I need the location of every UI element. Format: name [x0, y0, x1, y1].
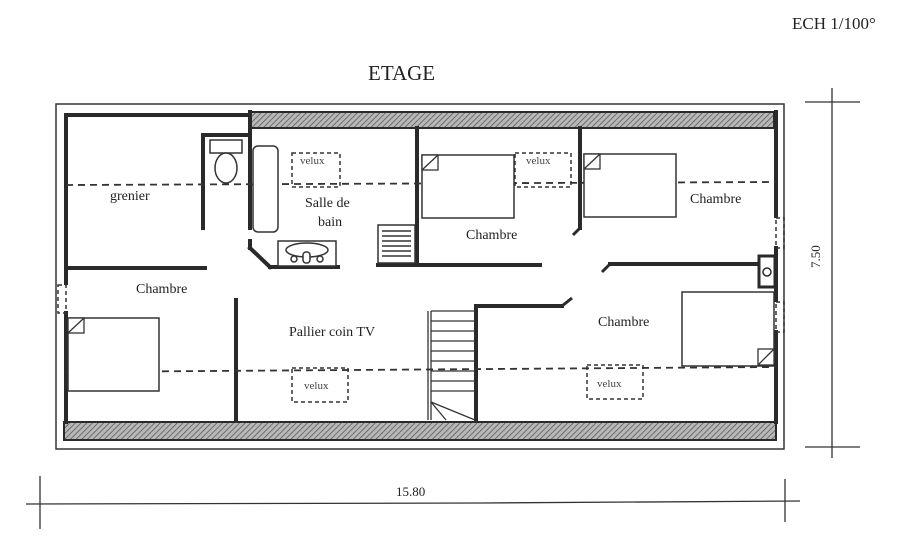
room-label-salle-de-bain-2: bain: [318, 215, 343, 230]
room-label-chambre-sud-est: Chambre: [598, 315, 650, 330]
roof-hatch-bottom: [63, 421, 777, 441]
width-dimension: 15.80: [396, 484, 426, 499]
walls: [64, 110, 778, 424]
room-label-chambre-nord-est: Chambre: [690, 192, 742, 207]
room-label-grenier: grenier: [110, 189, 150, 204]
door-swings: [561, 226, 612, 308]
bathtub: [252, 145, 279, 233]
beds: [67, 153, 775, 392]
room-label-chambre-ouest: Chambre: [136, 282, 188, 297]
pillows: [67, 153, 775, 366]
velux-label-4: velux: [597, 378, 622, 390]
velux-label-2: velux: [526, 155, 551, 167]
floor-title: ETAGE: [368, 61, 436, 85]
windows: [57, 217, 785, 333]
outer-boundary: [55, 103, 785, 450]
room-label-pallier: Pallier coin TV: [289, 325, 376, 340]
radiator: [377, 224, 416, 264]
scale-label: ECH 1/100°: [792, 14, 876, 33]
velux-label-3: velux: [304, 380, 329, 392]
velux-windows: [291, 152, 644, 403]
height-dimension: 7.50: [808, 245, 823, 268]
room-label-salle-de-bain-1: Salle de: [305, 196, 350, 211]
toilet: [209, 139, 243, 184]
dimension-lines: [25, 88, 860, 529]
sink: [277, 240, 337, 267]
roof-hatch-top: [249, 111, 775, 129]
washbasin: [757, 254, 777, 289]
room-label-chambre-nord-centre: Chambre: [466, 228, 518, 243]
staircase: [427, 310, 476, 421]
velux-label-1: velux: [300, 155, 325, 167]
